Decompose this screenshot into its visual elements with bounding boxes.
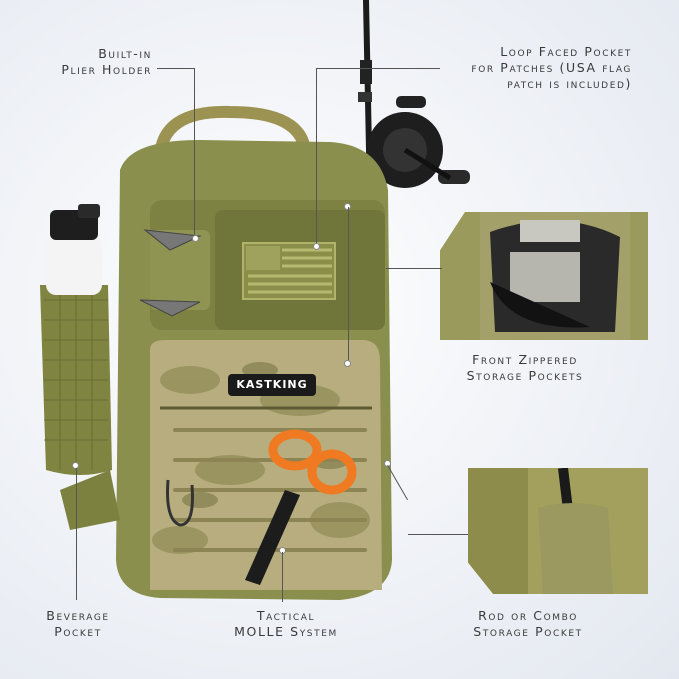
- front-pockets-label: Front Zippered Storage Pockets: [466, 352, 584, 383]
- brand-patch: KASTKING: [228, 374, 316, 396]
- rod-pocket-inset: [468, 468, 648, 594]
- plier-holder-label: Built-in Plier Holder: [61, 46, 152, 77]
- usa-flag-patch: [242, 242, 336, 300]
- scissors: [245, 429, 357, 585]
- fishing-reel: [367, 96, 470, 188]
- loop-pocket-label: Loop Faced Pocket for Patches (USA flag …: [471, 44, 632, 91]
- molle-label: Tactical MOLLE System: [234, 608, 338, 639]
- rod-pocket-label: Rod or Combo Storage Pocket: [473, 608, 583, 639]
- rod-pocket-illustration: [468, 468, 648, 594]
- water-bottle: [46, 204, 102, 295]
- beverage-label: Beverage Pocket: [46, 608, 110, 639]
- front-pocket-inset: [440, 212, 648, 340]
- front-pocket-illustration: [440, 212, 648, 340]
